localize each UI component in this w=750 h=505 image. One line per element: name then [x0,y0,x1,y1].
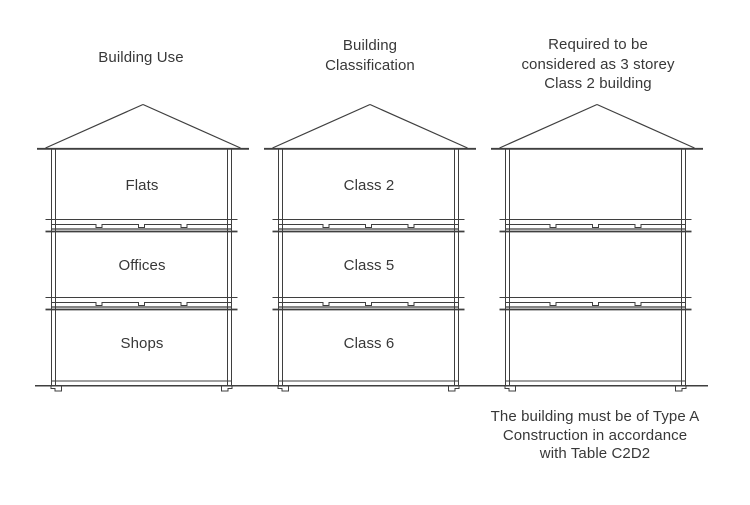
building-title-use: Building Use [98,49,184,66]
building-outline-2 [491,103,703,392]
building-outline-1 [264,103,476,392]
floor-label-empty-top [511,176,681,196]
left-footing [50,385,62,392]
roof-slopes [499,103,695,149]
joist-notch-line [51,224,232,228]
right-footing [221,385,233,392]
building-outline-0 [37,103,249,392]
floor-label-class2: Class 2 [343,177,395,194]
construction-footnote: The building must be of Type A Construct… [490,408,700,462]
floor-label-empty-bottom [511,334,681,354]
joist-notch-line [51,302,232,306]
joist-notch-line [505,224,686,228]
joist-notch-line [278,302,459,306]
building-title-required: Required to be considered as 3 storey Cl… [521,36,675,92]
roof-slopes [272,103,468,149]
roof-slopes [45,103,241,149]
floor-label-class5: Class 5 [343,257,395,274]
left-footing [277,385,289,392]
floor-label-flats: Flats [125,177,159,194]
joist-notch-line [505,302,686,306]
floor-label-class6: Class 6 [343,335,395,352]
right-footing [675,385,687,392]
floor-label-offices: Offices [118,257,166,274]
floor-label-empty-middle [511,256,681,276]
right-footing [448,385,460,392]
left-footing [504,385,516,392]
building-title-classification: Building Classification [325,37,415,74]
joist-notch-line [278,224,459,228]
floor-label-shops: Shops [120,335,164,352]
